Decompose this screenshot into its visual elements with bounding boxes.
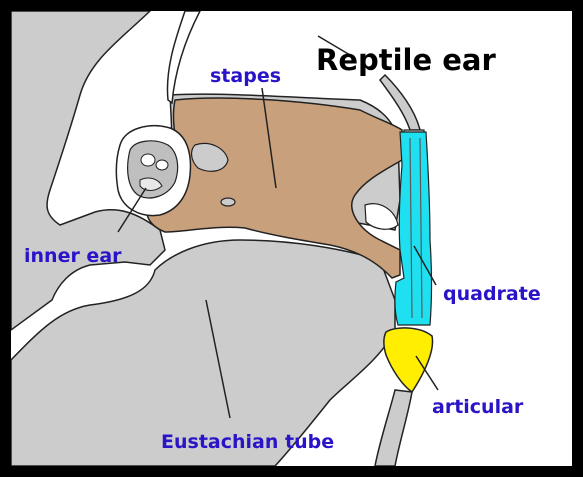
diagram-title: Reptile ear <box>316 43 497 77</box>
label-quadrate: quadrate <box>443 283 541 305</box>
label-stapes: stapes <box>210 65 281 87</box>
canal-2 <box>156 160 168 170</box>
label-inner-ear: inner ear <box>24 245 122 267</box>
label-articular: articular <box>432 396 524 418</box>
canal-1 <box>141 154 155 166</box>
stapes-hole-2 <box>221 198 235 206</box>
label-eustachian-tube: Eustachian tube <box>161 431 334 453</box>
